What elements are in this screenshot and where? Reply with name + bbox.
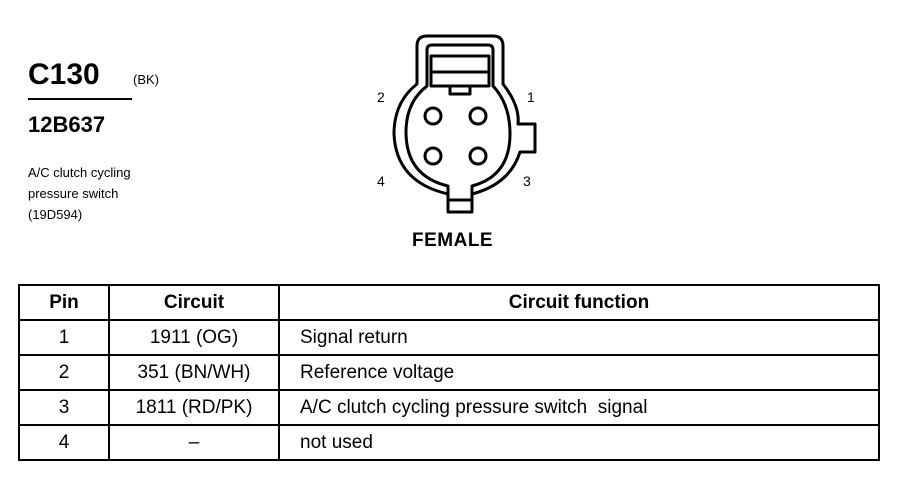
table-row: 4 – not used <box>18 424 880 461</box>
connector-description: A/C clutch cycling pressure switch (19D5… <box>28 162 131 225</box>
title-underline <box>28 98 132 100</box>
pinout-table: Pin Circuit Circuit function 1 1911 (OG)… <box>18 284 880 461</box>
pin-cell: 1 <box>18 319 110 356</box>
pin-cell: 2 <box>18 354 110 391</box>
pin-label-3: 3 <box>523 173 531 189</box>
function-cell: not used <box>278 424 880 461</box>
function-cell: Signal return <box>278 319 880 356</box>
function-cell: Reference voltage <box>278 354 880 391</box>
description-line: A/C clutch cycling <box>28 165 131 180</box>
latch-tab <box>448 84 472 96</box>
view-label: FEMALE <box>412 230 494 251</box>
pin-cell: 4 <box>18 424 110 461</box>
header-pin: Pin <box>18 284 110 321</box>
pin-cavity <box>468 106 488 126</box>
pin-label-2: 2 <box>377 89 385 105</box>
table-row: 2 351 (BN/WH) Reference voltage <box>18 354 880 391</box>
circuit-cell: 351 (BN/WH) <box>108 354 280 391</box>
connector-id: C130 <box>28 58 100 91</box>
description-line: (19D594) <box>28 207 83 222</box>
pin-cavity <box>423 146 443 166</box>
table-row: 1 1911 (OG) Signal return <box>18 319 880 356</box>
pin-label-4: 4 <box>377 173 385 189</box>
header-circuit: Circuit <box>108 284 280 321</box>
connector-color-code: (BK) <box>133 72 159 87</box>
connector-inner-bore <box>404 43 512 202</box>
function-cell: A/C clutch cycling pressure switch signa… <box>278 389 880 426</box>
pin-label-1: 1 <box>527 89 535 105</box>
connector-face-diagram: 1 2 3 4 <box>377 34 537 214</box>
pin-cell: 3 <box>18 389 110 426</box>
pin-cavity <box>423 106 443 126</box>
description-line: pressure switch <box>28 186 119 201</box>
circuit-cell: 1911 (OG) <box>108 319 280 356</box>
circuit-cell: – <box>108 424 280 461</box>
part-number: 12B637 <box>28 112 106 137</box>
circuit-cell: 1811 (RD/PK) <box>108 389 280 426</box>
table-row: 3 1811 (RD/PK) A/C clutch cycling pressu… <box>18 389 880 426</box>
header-circuit-function: Circuit function <box>278 284 880 321</box>
pin-cavity <box>468 146 488 166</box>
table-header-row: Pin Circuit Circuit function <box>18 284 880 321</box>
connector-outer-shell <box>392 34 537 214</box>
